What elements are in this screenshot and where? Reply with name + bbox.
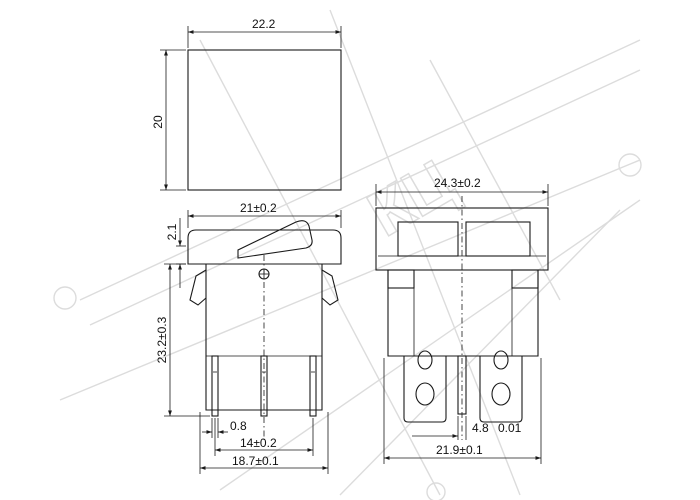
terminal-hole-right-upper (493, 350, 509, 370)
top-view: 22.2 20 (151, 17, 342, 191)
watermark-text: КЦ (356, 145, 467, 250)
top-height-label: 20 (151, 115, 165, 129)
side-pin-center (260, 355, 268, 417)
side-latch-left (189, 269, 207, 306)
top-width-label: 22.2 (252, 17, 276, 31)
front-actuator-left (397, 221, 459, 257)
side-latch-right (321, 269, 339, 306)
side-bezel-outline (187, 229, 342, 265)
side-height-label: 23.2±0.3 (155, 316, 169, 363)
terminal-hole-left-lower (415, 382, 435, 406)
front-view: 24.3±0.2 4.8 0.01 21.9±0.1 (375, 176, 549, 464)
watermark: КЦ (53, 9, 642, 500)
rocker-actuator (237, 220, 313, 259)
pin-width-label: 0.8 (230, 419, 247, 433)
pin-pitch-label: 14±0.2 (240, 436, 277, 450)
side-pin-right (309, 355, 317, 417)
side-pin-left (211, 355, 219, 417)
side-width-label: 21±0.2 (240, 201, 277, 215)
top-view-outline (187, 49, 342, 191)
terminal-label: 4.8 (472, 421, 489, 435)
terminal-hole-right-lower (491, 382, 511, 406)
terminal-thickness-label: 0.01 (498, 421, 522, 435)
front-clip-left (387, 269, 415, 289)
side-view: 21±0.2 2.1 23.2±0.3 0.8 14±0.2 18.7±0.1 (155, 201, 342, 474)
side-lip-label: 2.1 (165, 223, 179, 240)
front-terminal-right (479, 356, 523, 423)
side-body-outline (205, 264, 323, 411)
terminal-hole-left-upper (417, 350, 433, 370)
front-actuator-right (465, 221, 531, 257)
front-base-label: 21.9±0.1 (436, 443, 483, 457)
front-bezel-outline (375, 207, 549, 271)
front-terminal-left (403, 356, 447, 423)
side-base-label: 18.7±0.1 (232, 454, 279, 468)
front-width-label: 24.3±0.2 (434, 176, 481, 190)
front-body-outline (387, 270, 539, 357)
